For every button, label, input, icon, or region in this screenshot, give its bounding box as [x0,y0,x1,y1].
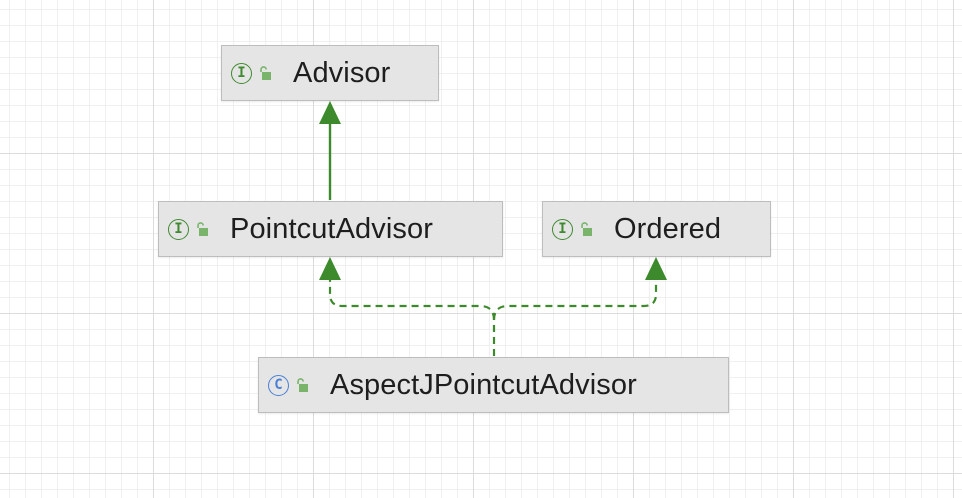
interface-icon: I [231,62,252,84]
node-label: Advisor [293,56,391,89]
node-label: PointcutAdvisor [230,212,433,245]
node-advisor[interactable]: I Advisor [221,45,439,101]
public-lock-icon [297,378,308,392]
interface-icon: I [168,218,189,240]
class-icon: C [268,374,289,396]
edge-aspectj-implements-ordered [492,280,658,321]
public-lock-icon [197,222,208,236]
edge-aspectj-implements-pointcutadvisor [328,280,496,356]
node-ordered[interactable]: I Ordered [542,201,771,257]
interface-icon: I [552,218,573,240]
arrowhead-pointcutadvisor [319,257,341,280]
node-aspectjpointcutadvisor[interactable]: C AspectJPointcutAdvisor [258,357,729,413]
node-label: Ordered [614,212,722,245]
node-label: AspectJPointcutAdvisor [330,368,637,401]
node-pointcutadvisor[interactable]: I PointcutAdvisor [158,201,503,257]
arrowhead-ordered [645,257,667,280]
public-lock-icon [581,222,592,236]
arrowhead-advisor [319,101,341,124]
public-lock-icon [260,66,271,80]
